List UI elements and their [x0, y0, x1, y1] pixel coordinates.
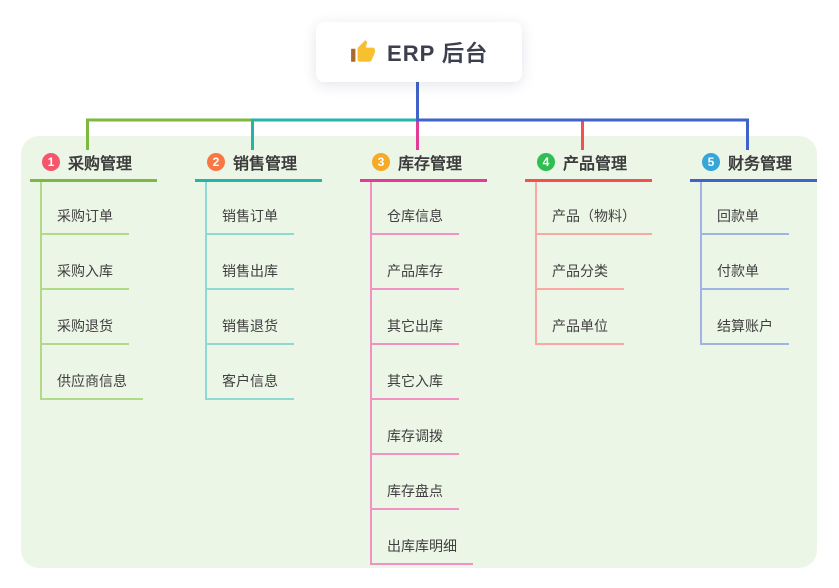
root-node[interactable]: ERP 后台: [316, 22, 522, 82]
child-node-row: 产品（物料）: [525, 182, 660, 235]
branch-column: 3 库存管理 仓库信息产品库存其它出库其它入库库存调拨库存盘点出库库明细: [360, 150, 495, 565]
child-node[interactable]: 采购入库: [40, 261, 129, 290]
child-node-row: 销售订单: [195, 182, 330, 235]
child-node-row: 客户信息: [195, 345, 330, 400]
child-node[interactable]: 采购退货: [40, 316, 129, 345]
child-node-row: 产品分类: [525, 235, 660, 290]
child-node[interactable]: 回款单: [700, 206, 789, 235]
child-node-row: 付款单: [690, 235, 825, 290]
child-node[interactable]: 付款单: [700, 261, 789, 290]
branch-children: 采购订单采购入库采购退货供应商信息: [30, 182, 165, 400]
branch-title: 销售管理: [233, 156, 298, 173]
child-node[interactable]: 产品单位: [535, 316, 624, 345]
child-node[interactable]: 出库库明细: [370, 536, 473, 565]
child-node[interactable]: 库存盘点: [370, 481, 459, 510]
branches-panel: [21, 136, 817, 568]
child-node[interactable]: 结算账户: [700, 316, 789, 345]
child-node-row: 采购订单: [30, 182, 165, 235]
branch-title: 采购管理: [68, 156, 133, 173]
child-node-row: 库存盘点: [360, 455, 495, 510]
child-node-row: 销售出库: [195, 235, 330, 290]
child-node-row: 库存调拨: [360, 400, 495, 455]
child-node-row: 仓库信息: [360, 182, 495, 235]
child-node-row: 回款单: [690, 182, 825, 235]
child-node-row: 采购入库: [30, 235, 165, 290]
thumbs-up-icon: [350, 39, 376, 65]
branch-number-badge: 4: [537, 153, 555, 171]
child-node-row: 产品单位: [525, 290, 660, 345]
branch-title: 财务管理: [728, 156, 793, 173]
branch-node[interactable]: 2 销售管理: [195, 150, 322, 182]
branch-connector-line: [417, 118, 584, 150]
branch-children: 产品（物料） 产品分类产品单位: [525, 182, 660, 345]
child-node[interactable]: 采购订单: [40, 206, 129, 235]
child-node[interactable]: 其它出库: [370, 316, 459, 345]
child-node[interactable]: 产品分类: [535, 261, 624, 290]
child-node[interactable]: 销售订单: [205, 206, 294, 235]
branch-number-badge: 1: [42, 153, 60, 171]
branch-number-badge: 3: [372, 153, 390, 171]
branch-node[interactable]: 5 财务管理: [690, 150, 817, 182]
child-node[interactable]: 其它入库: [370, 371, 459, 400]
child-node-row: 出库库明细: [360, 510, 495, 565]
branch-children: 回款单付款单结算账户: [690, 182, 825, 345]
child-node[interactable]: 客户信息: [205, 371, 294, 400]
child-node-row: 产品库存: [360, 235, 495, 290]
branch-children: 仓库信息产品库存其它出库其它入库库存调拨库存盘点出库库明细: [360, 182, 495, 565]
child-node[interactable]: 产品库存: [370, 261, 459, 290]
child-node[interactable]: 仓库信息: [370, 206, 459, 235]
child-node-row: 其它入库: [360, 345, 495, 400]
branch-node[interactable]: 4 产品管理: [525, 150, 652, 182]
child-node[interactable]: 供应商信息: [40, 371, 143, 400]
branch-node[interactable]: 1 采购管理: [30, 150, 157, 182]
branch-title: 产品管理: [563, 156, 628, 173]
branch-number-badge: 2: [207, 153, 225, 171]
child-node[interactable]: 销售出库: [205, 261, 294, 290]
branch-connector-line: [417, 118, 749, 150]
branch-children: 销售订单销售出库销售退货客户信息: [195, 182, 330, 400]
child-node-row: 销售退货: [195, 290, 330, 345]
branch-column: 4 产品管理 产品（物料） 产品分类产品单位: [525, 150, 660, 345]
child-node-row: 结算账户: [690, 290, 825, 345]
branch-number-badge: 5: [702, 153, 720, 171]
branch-connector-line: [251, 118, 418, 150]
branch-column: 1 采购管理 采购订单采购入库采购退货供应商信息: [30, 150, 165, 400]
branch-node[interactable]: 3 库存管理: [360, 150, 487, 182]
child-node-row: 其它出库: [360, 290, 495, 345]
branch-column: 5 财务管理 回款单付款单结算账户: [690, 150, 825, 345]
branch-column: 2 销售管理 销售订单销售出库销售退货客户信息: [195, 150, 330, 400]
root-title: ERP 后台: [387, 41, 488, 66]
child-node[interactable]: 库存调拨: [370, 426, 459, 455]
child-node-row: 采购退货: [30, 290, 165, 345]
child-node-row: 供应商信息: [30, 345, 165, 400]
connector-lines: [86, 82, 749, 150]
child-node[interactable]: 销售退货: [205, 316, 294, 345]
child-node[interactable]: 产品（物料）: [535, 206, 652, 235]
branch-title: 库存管理: [398, 156, 463, 173]
